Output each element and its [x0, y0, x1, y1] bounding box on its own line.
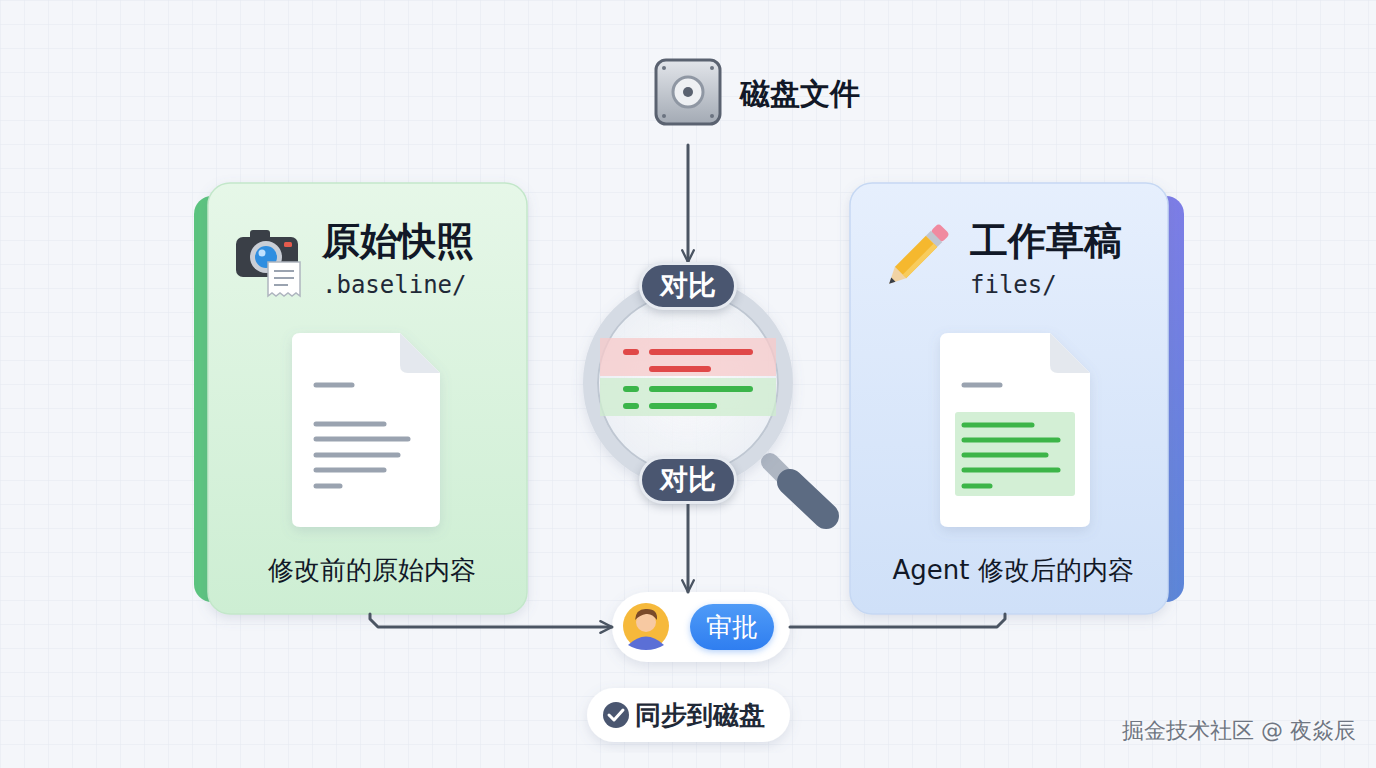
- card-caption: Agent 修改后的内容: [850, 553, 1176, 588]
- pill-label: 对比: [660, 272, 716, 300]
- approve-node: 审批: [612, 592, 790, 662]
- approve-button: 审批: [690, 604, 774, 650]
- folder-path: .baseline/: [322, 269, 467, 301]
- flow-connector: [687, 504, 690, 592]
- watermark: 掘金技术社区 @ 夜焱辰: [1122, 716, 1356, 746]
- disk-icon: [656, 60, 720, 124]
- sync-node: 同步到磁盘: [587, 688, 790, 742]
- approval-container: [612, 592, 790, 662]
- draft-card: 工作草稿files/Agent 修改后的内容: [850, 183, 1176, 614]
- pencil-icon: [883, 223, 949, 289]
- card-caption: 修改前的原始内容: [208, 553, 535, 588]
- compare-pill: 对比: [639, 456, 737, 504]
- sync-pill: [587, 688, 790, 742]
- document-illustration: [292, 333, 440, 527]
- magnifier-illustration: [590, 285, 826, 516]
- camera-icon: [236, 230, 300, 296]
- folder-path: files/: [970, 269, 1057, 301]
- card-title: 工作草稿: [970, 216, 1122, 267]
- flow-connector: [370, 614, 612, 627]
- card-panel: [208, 183, 527, 614]
- compare-pill: 对比: [639, 262, 737, 310]
- card-title: 原始快照: [322, 216, 474, 267]
- flow-connector: [687, 145, 690, 262]
- flow-connector: [790, 614, 1005, 627]
- sync-label: 同步到磁盘: [635, 688, 765, 742]
- node-title: 磁盘文件: [740, 55, 860, 133]
- disk-file-node: 磁盘文件: [650, 55, 875, 145]
- card-panel: [850, 183, 1168, 614]
- pill-label: 对比: [660, 466, 716, 494]
- snapshot-card: 原始快照.baseline/修改前的原始内容: [208, 183, 535, 614]
- document-illustration: [940, 333, 1090, 527]
